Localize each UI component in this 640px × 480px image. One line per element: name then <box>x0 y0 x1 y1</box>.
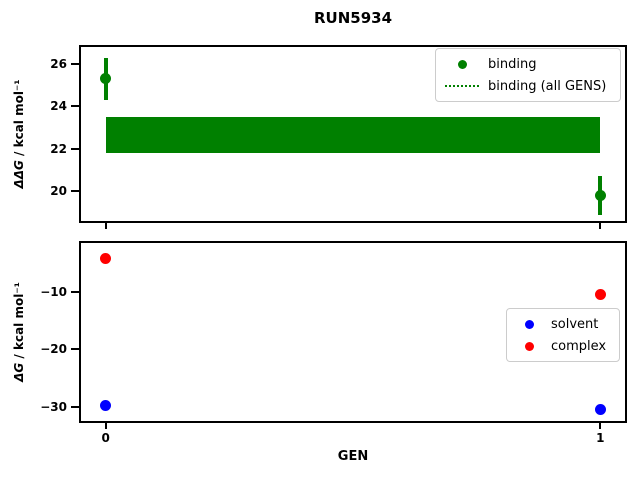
y-tick-mark <box>71 291 79 294</box>
complex-dot-icon <box>515 341 543 351</box>
solvent-point <box>100 400 112 412</box>
x-tick-label: 0 <box>101 431 110 445</box>
x-tick-label: 1 <box>596 431 605 445</box>
x-tick-mark <box>599 423 602 429</box>
binding-dot-icon <box>444 59 480 69</box>
y-tick-label: −30 <box>40 399 67 414</box>
y-tick-label: −20 <box>40 342 67 357</box>
free-energy-y-axis-label-math: ΔG <box>12 362 26 382</box>
y-tick-mark <box>71 405 79 408</box>
complex-point <box>594 289 606 300</box>
complex-point <box>100 252 112 264</box>
binding-point <box>594 190 606 202</box>
dotted-line-glyph <box>445 85 479 87</box>
solvent-dot-icon <box>515 319 543 329</box>
legend-label: binding (all GENS) <box>488 78 607 94</box>
legend-item-solvent: solvent <box>515 313 611 335</box>
y-tick-mark <box>71 105 79 108</box>
y-tick-label: −10 <box>40 285 67 300</box>
binding-dot-glyph <box>457 59 467 69</box>
x-axis-label: GEN <box>337 449 369 464</box>
y-tick-mark <box>71 348 79 351</box>
legend-label: binding <box>488 56 537 72</box>
legend-item-binding-all-gens: binding (all GENS) <box>444 75 612 97</box>
y-tick-mark <box>71 147 79 150</box>
x-tick-mark <box>599 223 602 229</box>
legend-label: solvent <box>551 316 599 332</box>
x-tick-mark <box>104 423 107 429</box>
binding-y-axis-label: ΔΔG / kcal mol⁻¹ <box>12 79 26 188</box>
dotted-line-icon <box>444 85 480 87</box>
binding-plot-area: ΔΔG / kcal mol⁻¹ binding binding (all GE… <box>12 45 627 229</box>
legend-item-binding: binding <box>444 53 612 75</box>
free-energy-legend: solvent complex <box>506 308 620 362</box>
y-tick-label: 26 <box>50 56 67 71</box>
chart-title: RUN5934 <box>313 9 393 27</box>
y-tick-mark <box>71 190 79 193</box>
y-tick-label: 20 <box>50 184 67 199</box>
solvent-dot-glyph <box>524 319 534 329</box>
y-tick-mark <box>71 62 79 65</box>
y-tick-label: 24 <box>50 99 67 114</box>
complex-dot-glyph <box>524 341 534 351</box>
binding-all-gens--band <box>105 117 601 154</box>
binding-point <box>100 73 112 85</box>
legend-label: complex <box>551 338 607 354</box>
legend-item-complex: complex <box>515 335 611 357</box>
solvent-point <box>594 404 606 416</box>
x-tick-mark <box>104 223 107 229</box>
free-energy-plot-area: ΔG / kcal mol⁻¹ solvent complex −30−20−1… <box>12 241 627 445</box>
y-tick-label: 22 <box>50 141 67 156</box>
binding-legend: binding binding (all GENS) <box>435 48 621 102</box>
